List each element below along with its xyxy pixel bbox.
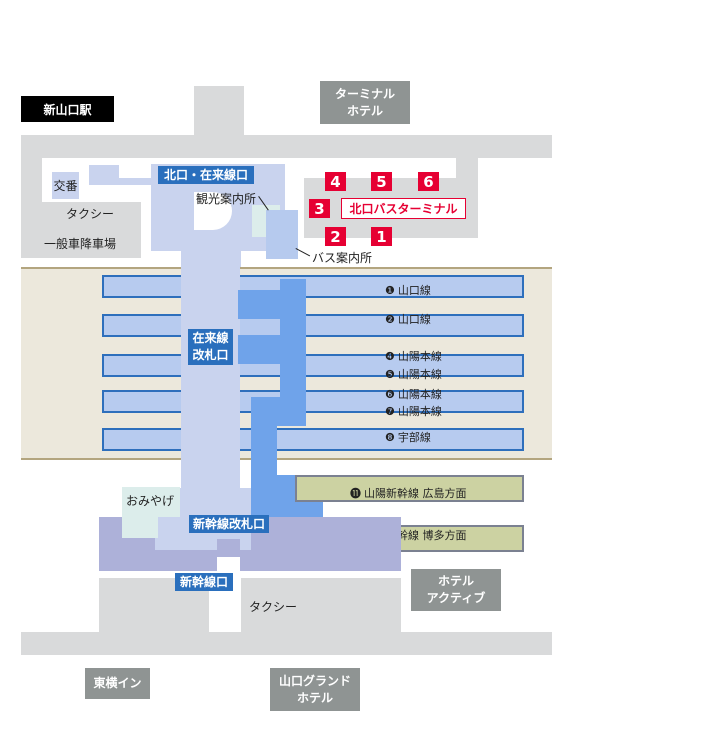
platform-6-7 xyxy=(102,390,524,413)
platform-8 xyxy=(102,428,524,451)
shinkansen-gate-label: 新幹線改札口 xyxy=(189,515,269,533)
concourse-notch xyxy=(217,539,240,551)
koban: 交番 xyxy=(52,172,79,199)
bus-stop-1: 1 xyxy=(371,227,392,246)
taxi-label-north: タクシー xyxy=(66,207,115,221)
bus-stop-4: 4 xyxy=(325,172,346,191)
shinkansen-exit-label: 新幹線口 xyxy=(175,573,233,591)
platform-11 xyxy=(295,475,524,502)
bus-stop-5: 5 xyxy=(371,172,392,191)
road-north-stub xyxy=(194,86,244,136)
north-walkway xyxy=(89,165,119,185)
south-exit-gap xyxy=(217,557,240,571)
taxi-area-south xyxy=(241,578,401,634)
drop-off-label: 一般車降車場 xyxy=(44,237,117,251)
terminal-hotel: ターミナル ホテル xyxy=(320,81,410,124)
bus-info-booth xyxy=(266,210,298,259)
taxi-label-south: タクシー xyxy=(249,600,298,614)
hotel-active: ホテル アクティブ xyxy=(411,569,501,611)
bus-stop-2: 2 xyxy=(325,227,346,246)
yamaguchi-grand-hotel: 山口グランド ホテル xyxy=(270,668,360,711)
bus-stop-6: 6 xyxy=(418,172,439,191)
toyoko-inn: 東横イン xyxy=(85,668,150,699)
bus-stop-3: 3 xyxy=(309,199,330,218)
taxi-area-north xyxy=(21,202,141,258)
platform-2 xyxy=(102,314,524,337)
passage-upper-1 xyxy=(238,290,306,319)
bus-terminal-label: 北口バスターミナル xyxy=(341,198,466,219)
bus-info-label: バス案内所 xyxy=(312,251,373,265)
north-hall-void xyxy=(194,192,232,230)
conventional-gate-label: 在来線 改札口 xyxy=(188,329,233,365)
passage-upper-2 xyxy=(238,335,306,364)
omiyage-label: おみやげ xyxy=(126,494,175,508)
road-south-main xyxy=(21,632,552,655)
road-north-main xyxy=(21,135,552,158)
tourist-info-label: 観光案内所 xyxy=(196,192,257,206)
station-title: 新山口駅 xyxy=(21,96,114,122)
omiyage-shop-top xyxy=(122,487,180,517)
platform-4-5 xyxy=(102,354,524,377)
north-walkway-2 xyxy=(119,178,154,185)
platform-1 xyxy=(102,275,524,298)
north-exit-label: 北口・在来線口 xyxy=(158,166,254,184)
